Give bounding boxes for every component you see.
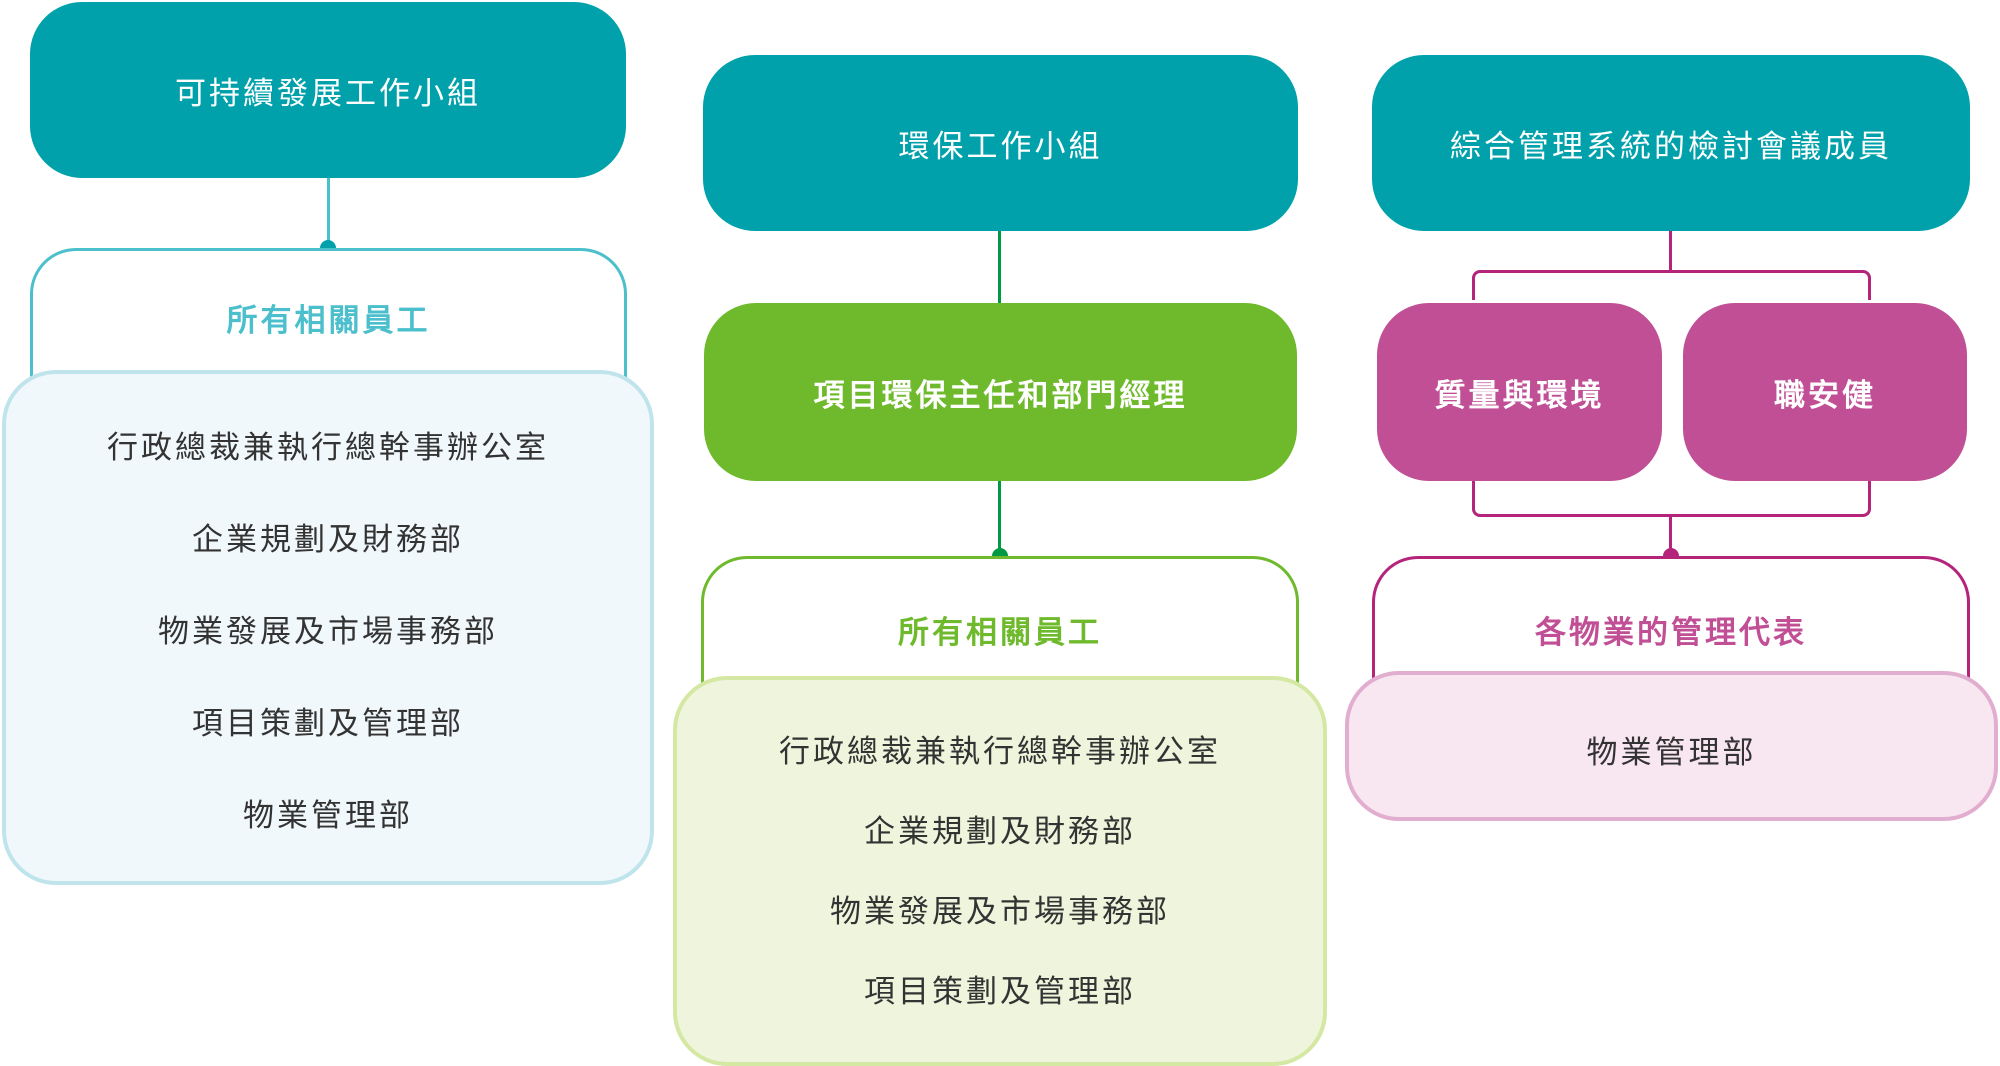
col3-reps-label: 各物業的管理代表 [1535, 615, 1807, 651]
col3-bottom-fork [1472, 481, 1871, 517]
environmental-working-group-box: 環保工作小組 [703, 55, 1298, 231]
col2-department-list: 行政總裁兼執行總幹事辦公室 企業規劃及財務部 物業發展及市場事務部 項目策劃及管… [673, 676, 1327, 1066]
col3-reps-label-box: 各物業的管理代表 [1372, 556, 1970, 681]
project-env-officer-title: 項目環保主任和部門經理 [813, 377, 1188, 414]
quality-environment-box: 質量與環境 [1377, 303, 1662, 481]
environmental-working-group-title: 環保工作小組 [898, 128, 1103, 165]
list-item: 行政總裁兼執行總幹事辦公室 [107, 430, 549, 466]
ohs-box: 職安健 [1683, 303, 1967, 481]
ims-review-members-box: 綜合管理系統的檢討會議成員 [1372, 55, 1970, 231]
col1-staff-label: 所有相關員工 [226, 303, 431, 339]
list-item: 物業發展及市場事務部 [830, 894, 1170, 930]
sustainability-working-group-box: 可持續發展工作小組 [30, 2, 626, 178]
list-item: 行政總裁兼執行總幹事辦公室 [779, 734, 1221, 770]
list-item: 物業管理部 [243, 798, 413, 834]
col1-staff-label-box: 所有相關員工 [30, 248, 627, 378]
list-item: 企業規劃及財務部 [864, 814, 1136, 850]
col1-department-list: 行政總裁兼執行總幹事辦公室 企業規劃及財務部 物業發展及市場事務部 項目策劃及管… [2, 370, 654, 885]
quality-environment-title: 質量與環境 [1434, 377, 1605, 414]
list-item: 企業規劃及財務部 [192, 522, 464, 558]
col3-top-fork [1472, 270, 1871, 300]
list-item: 項目策劃及管理部 [864, 974, 1136, 1010]
project-env-officer-box: 項目環保主任和部門經理 [704, 303, 1297, 481]
sustainability-working-group-title: 可持續發展工作小組 [175, 75, 481, 112]
col3-bottom-stem [1669, 516, 1672, 556]
list-item: 物業發展及市場事務部 [158, 614, 498, 650]
col1-connector-line [327, 178, 330, 248]
list-item: 項目策劃及管理部 [192, 706, 464, 742]
col2-bottom-connector-line [998, 481, 1001, 555]
col2-staff-label: 所有相關員工 [898, 615, 1102, 651]
col2-top-connector-line [998, 231, 1001, 303]
ims-review-members-title: 綜合管理系統的檢討會議成員 [1450, 128, 1892, 165]
ohs-title: 職安健 [1774, 377, 1876, 414]
list-item: 物業管理部 [1586, 735, 1757, 771]
col2-staff-label-box: 所有相關員工 [701, 556, 1299, 686]
col3-top-stem [1669, 231, 1672, 271]
col3-department-list: 物業管理部 [1345, 671, 1998, 821]
